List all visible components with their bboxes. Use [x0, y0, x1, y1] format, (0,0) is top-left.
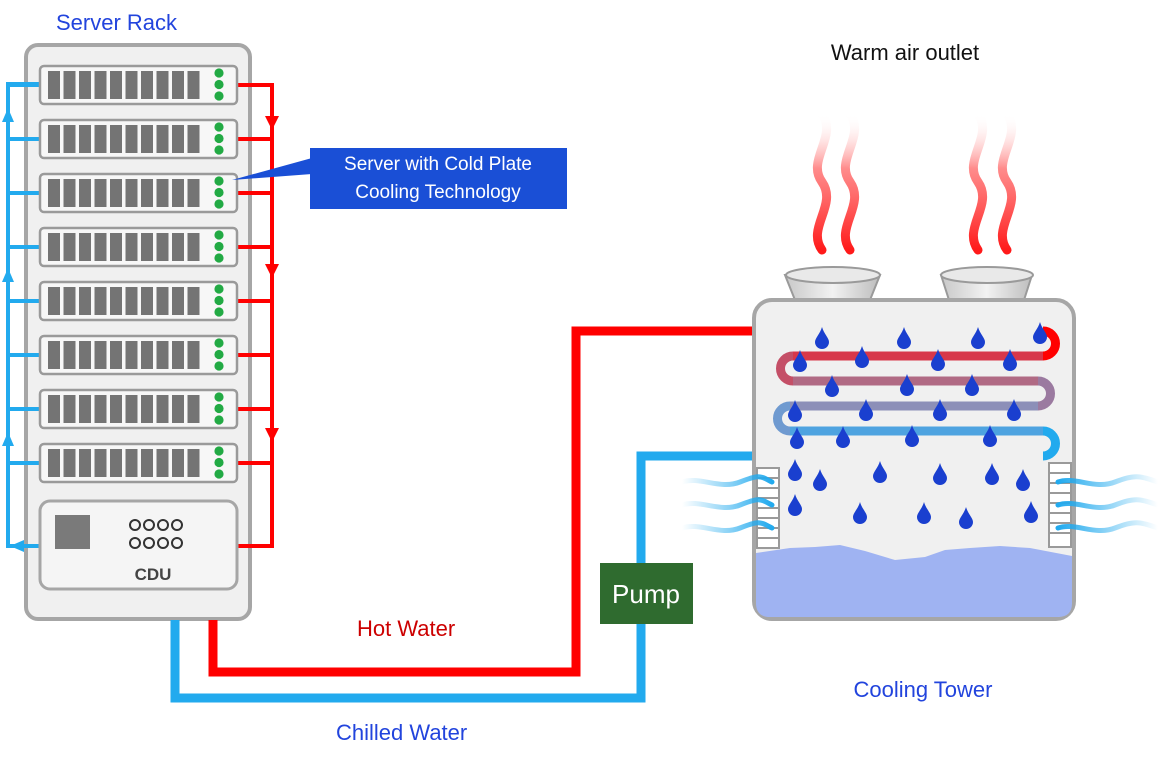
water-droplet-icon [1033, 322, 1047, 344]
water-droplet-icon [855, 346, 869, 368]
water-droplets [788, 322, 1047, 529]
server-led [214, 122, 224, 132]
server-led [214, 284, 224, 294]
water-droplet-icon [793, 350, 807, 372]
pump: Pump [600, 563, 693, 624]
water-droplet-icon [905, 425, 919, 447]
server-unit [8, 226, 274, 268]
server-led [214, 457, 224, 468]
water-droplet-icon [788, 494, 802, 516]
water-droplet-icon [1024, 501, 1038, 523]
server-led [214, 68, 224, 78]
server-led [214, 403, 224, 414]
water-droplet-icon [971, 327, 985, 349]
water-droplet-icon [917, 502, 931, 524]
server-callout: Server with Cold Plate Cooling Technolog… [232, 148, 567, 209]
pump-label: Pump [612, 579, 680, 609]
water-droplet-icon [933, 463, 947, 485]
water-droplet-icon [788, 459, 802, 481]
water-droplet-icon [859, 399, 873, 421]
server-unit [8, 172, 274, 214]
water-droplet-icon [931, 349, 945, 371]
water-droplet-icon [873, 461, 887, 483]
server-unit [8, 442, 274, 484]
water-droplet-icon [897, 327, 911, 349]
callout-text-line2: Cooling Technology [355, 182, 521, 203]
server-led [214, 187, 224, 198]
server-led [214, 91, 224, 101]
water-droplet-icon [853, 502, 867, 524]
water-droplet-icon [790, 427, 804, 449]
server-led [214, 253, 224, 263]
fan-outlets [783, 266, 1034, 301]
water-droplet-icon [985, 463, 999, 485]
server-led [214, 145, 224, 155]
server-led [214, 133, 224, 144]
server-led [214, 415, 224, 425]
server-unit [8, 118, 274, 160]
pump-box [600, 563, 693, 624]
water-droplet-icon [900, 374, 914, 396]
server-unit [8, 334, 274, 376]
hot-water-label: Hot Water [357, 616, 455, 641]
circle-ports-icon [129, 519, 183, 549]
cdu-unit: CDU [38, 499, 239, 591]
water-droplet-icon [815, 327, 829, 349]
server-led [214, 392, 224, 402]
callout-box [310, 148, 567, 209]
hot-water-pipe [208, 326, 1043, 677]
water-droplet-icon [813, 469, 827, 491]
air-wave-icon [679, 474, 1161, 534]
water-droplet-icon [983, 425, 997, 447]
water-droplet-icon [1007, 399, 1021, 421]
server-led [214, 338, 224, 348]
server-led [214, 230, 224, 240]
water-droplet-icon [825, 375, 839, 397]
water-droplet-icon [959, 507, 973, 529]
water-droplet-icon [933, 399, 947, 421]
server-led [214, 349, 224, 360]
hot-water-manifold [237, 84, 279, 548]
basin-water [756, 545, 1072, 617]
warm-air-outlet-label: Warm air outlet [831, 40, 979, 65]
cooling-tower-label: Cooling Tower [853, 677, 992, 702]
server-led [214, 176, 224, 186]
chilled-water-label: Chilled Water [336, 720, 467, 745]
server-unit [8, 280, 274, 322]
server-led [214, 295, 224, 306]
server-led [214, 361, 224, 371]
server-rack-label: Server Rack [56, 10, 178, 35]
water-droplet-icon [1016, 469, 1030, 491]
server-led [214, 79, 224, 90]
server-led [214, 307, 224, 317]
heat-wave-icon [812, 109, 1017, 255]
water-droplet-icon [1003, 349, 1017, 371]
water-droplet-icon [836, 426, 850, 448]
server-unit [8, 64, 274, 106]
server-unit [8, 388, 274, 430]
server-led [214, 241, 224, 252]
server-led [214, 469, 224, 479]
cdu-label: CDU [135, 565, 172, 584]
square-icon [55, 515, 90, 549]
water-droplet-icon [788, 400, 802, 422]
callout-text-line1: Server with Cold Plate [344, 154, 532, 175]
server-led [214, 446, 224, 456]
server-units [8, 64, 274, 484]
water-droplet-icon [965, 374, 979, 396]
server-led [214, 199, 224, 209]
